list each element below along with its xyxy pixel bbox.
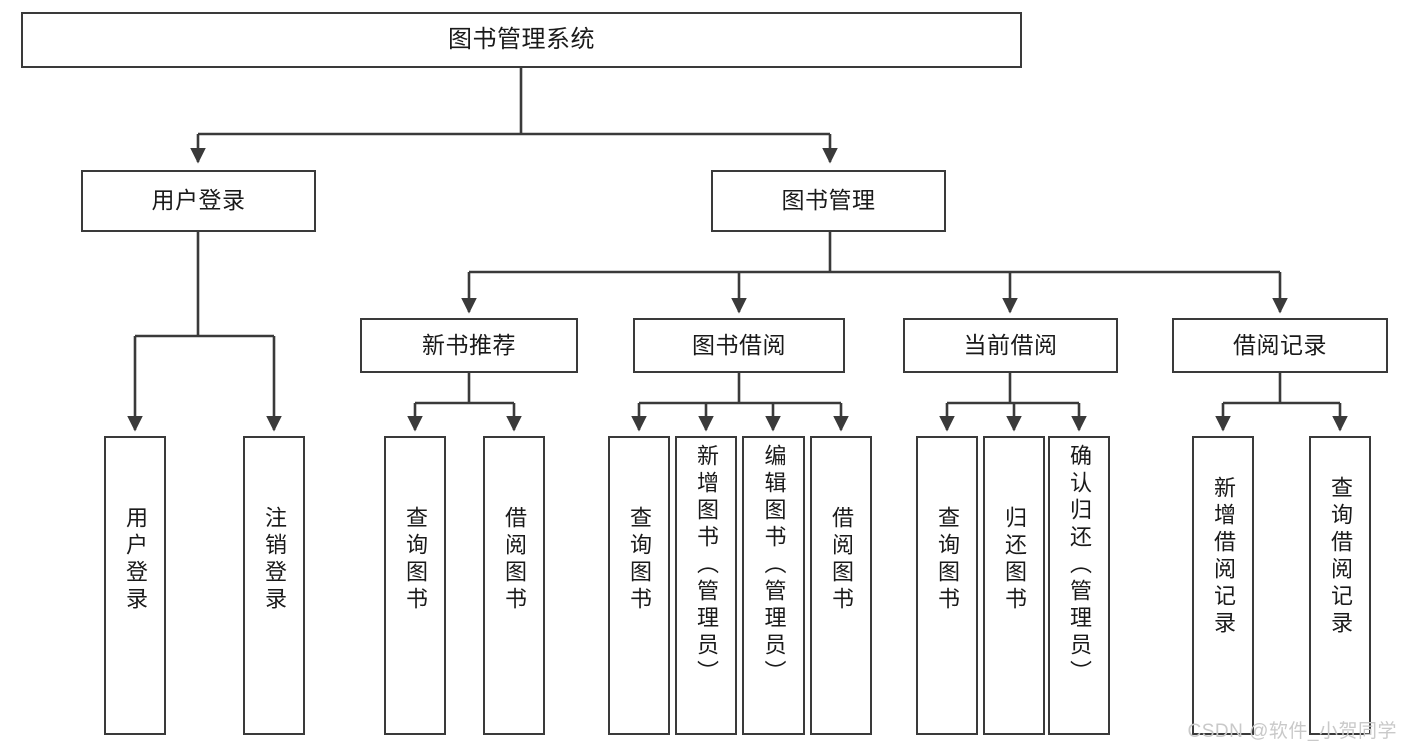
node-label: 借阅图书 xyxy=(502,506,527,614)
leaf-edit-book-admin[interactable]: 编辑图书（管理员） xyxy=(742,436,805,735)
node-root-system[interactable]: 图书管理系统 xyxy=(21,12,1022,68)
leaf-add-borrow-record[interactable]: 新增借阅记录 xyxy=(1192,436,1254,735)
node-label: 查询图书 xyxy=(627,506,652,614)
node-label: 图书管理系统 xyxy=(448,25,595,53)
node-label: 借阅记录 xyxy=(1233,331,1327,358)
node-label: 确认归还（管理员） xyxy=(1067,444,1092,687)
node-label: 图书管理 xyxy=(781,187,876,214)
node-label: 查询借阅记录 xyxy=(1328,476,1353,638)
node-label: 用户登录 xyxy=(123,506,148,614)
node-user-login[interactable]: 用户登录 xyxy=(81,170,316,232)
node-label: 归还图书 xyxy=(1002,506,1027,614)
node-borrow-record[interactable]: 借阅记录 xyxy=(1172,318,1388,373)
node-label: 图书借阅 xyxy=(692,331,786,358)
leaf-borrow-book-recommend[interactable]: 借阅图书 xyxy=(483,436,545,735)
node-label: 新书推荐 xyxy=(422,331,516,358)
node-label: 借阅图书 xyxy=(829,506,854,614)
csdn-watermark: CSDN @软件_小贺同学 xyxy=(1187,721,1397,742)
node-label: 用户登录 xyxy=(151,187,246,214)
leaf-confirm-return-admin[interactable]: 确认归还（管理员） xyxy=(1048,436,1110,735)
leaf-user-logout[interactable]: 注销登录 xyxy=(243,436,305,735)
leaf-user-login[interactable]: 用户登录 xyxy=(104,436,166,735)
node-label: 新增图书（管理员） xyxy=(694,444,719,687)
node-label: 新增借阅记录 xyxy=(1211,476,1236,638)
node-label: 查询图书 xyxy=(403,506,428,614)
node-label: 注销登录 xyxy=(262,506,287,614)
node-book-borrow[interactable]: 图书借阅 xyxy=(633,318,845,373)
node-label: 查询图书 xyxy=(935,506,960,614)
node-label: 编辑图书（管理员） xyxy=(761,444,787,687)
node-new-book-recommend[interactable]: 新书推荐 xyxy=(360,318,578,373)
node-current-borrow[interactable]: 当前借阅 xyxy=(903,318,1118,373)
node-book-management[interactable]: 图书管理 xyxy=(711,170,946,232)
leaf-add-book-admin[interactable]: 新增图书（管理员） xyxy=(675,436,737,735)
leaf-borrow-book[interactable]: 借阅图书 xyxy=(810,436,872,735)
leaf-query-book-recommend[interactable]: 查询图书 xyxy=(384,436,446,735)
leaf-query-borrow-record[interactable]: 查询借阅记录 xyxy=(1309,436,1371,735)
leaf-return-book[interactable]: 归还图书 xyxy=(983,436,1045,735)
leaf-query-book-borrow[interactable]: 查询图书 xyxy=(608,436,670,735)
leaf-query-book-current[interactable]: 查询图书 xyxy=(916,436,978,735)
node-label: 当前借阅 xyxy=(963,331,1058,358)
